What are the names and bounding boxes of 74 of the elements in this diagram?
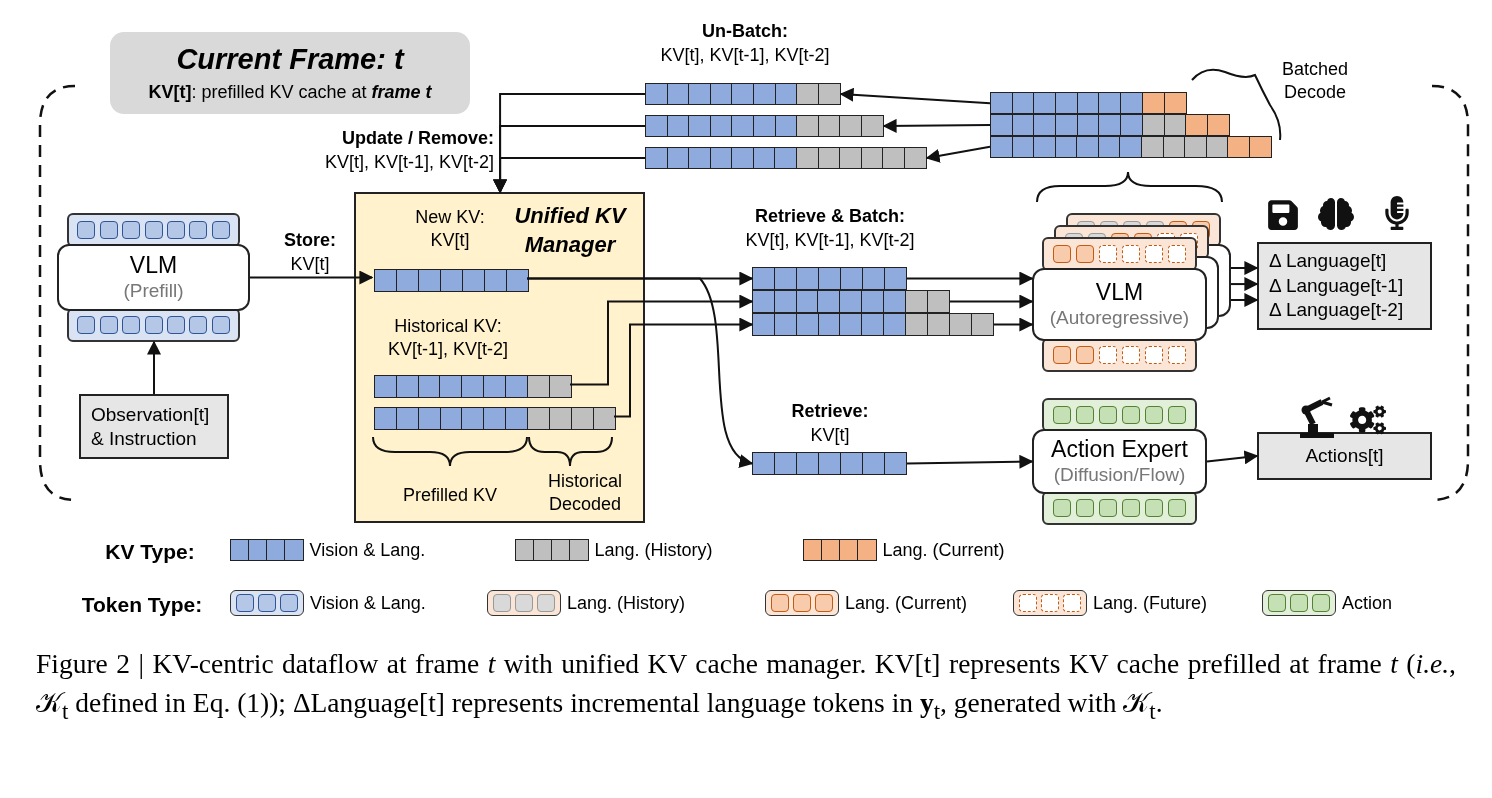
- arrow: [1206, 450, 1259, 465]
- model-mode: (Diffusion/Flow): [1053, 463, 1186, 487]
- kv-cache-bar: [645, 115, 884, 137]
- process-box: [79, 394, 229, 459]
- kv-cache-bar: [645, 83, 841, 105]
- legend-label: Lang. (History): [594, 539, 713, 561]
- kv-label: KV[t], KV[t-1], KV[t-2]: [659, 44, 831, 67]
- model-mode: (Autoregressive): [1049, 306, 1190, 330]
- output-line: Δ Language[t]: [1269, 248, 1387, 273]
- arrow: [526, 277, 754, 465]
- kv-cache-bar: [645, 147, 927, 169]
- model-block: [1032, 398, 1207, 525]
- kv-cache-bar: [752, 313, 994, 336]
- step-heading: Un-Batch:: [701, 20, 789, 43]
- arrow: [1230, 292, 1259, 307]
- arrow: [925, 145, 991, 163]
- caption: Figure 2 | KV-centric dataflow at frame t with unified KV cache manager. KV[t] represents KV cache prefilled at frame t (i.e., 𝒦$_{t}$ defined in Eq. (1)); ΔLanguage[t] represents incremental language tokens in y$_{t}$, generated with 𝒦$_{t}$.: [36, 647, 1456, 725]
- arrow: [882, 118, 991, 133]
- legend-label: Lang. (History): [567, 592, 686, 614]
- kv-cache-bar: [752, 267, 907, 290]
- brace-label: Prefilled KV: [401, 484, 498, 507]
- output-box: [1257, 242, 1432, 330]
- kv-cache-bar: [374, 407, 616, 430]
- output-line: Δ Language[t-1]: [1269, 273, 1404, 298]
- kv-cache-bar: [990, 92, 1272, 158]
- arrow: [613, 317, 754, 418]
- frame-title: Current Frame: t: [176, 43, 404, 76]
- kv-cache-bar: [752, 290, 950, 313]
- arrow: [906, 454, 1034, 469]
- box-text: Actions[t]: [1305, 444, 1384, 468]
- model-mode: (Prefill): [123, 279, 184, 303]
- arrow: [249, 270, 374, 285]
- arrow: [1230, 261, 1259, 275]
- legend-label: Lang. (Current): [882, 539, 1005, 561]
- arrow: [839, 87, 991, 105]
- arrow: [147, 340, 161, 395]
- arrow: [906, 271, 1034, 286]
- kv-cache-bar: [374, 375, 572, 398]
- box-text: Observation[t] & Instruction: [91, 402, 211, 451]
- model-name: Action Expert: [1051, 436, 1188, 464]
- title-box: [110, 32, 470, 114]
- legend-heading: KV Type:: [104, 539, 196, 565]
- kv-label: New KV: KV[t]: [414, 206, 486, 253]
- kv-cache-bar: [374, 269, 529, 292]
- legend-label: Vision & Lang.: [310, 592, 426, 614]
- arrow: [1230, 277, 1259, 292]
- arrow: [993, 317, 1034, 332]
- edge-label: Update / Remove: KV[t], KV[t-1], KV[t-2]: [323, 127, 494, 175]
- arrow: [493, 157, 646, 194]
- kv-label: Batched Decode: [1280, 58, 1350, 105]
- kv-label: Historical KV: KV[t-1], KV[t-2]: [386, 315, 509, 362]
- edge-label: Store: KV[t]: [283, 229, 337, 277]
- arrow: [949, 294, 1034, 309]
- brace-label: Historical Decoded: [547, 470, 623, 517]
- legend-label: Vision & Lang.: [309, 539, 426, 561]
- stacked-model-block: [1032, 213, 1231, 372]
- step-heading: Retrieve:: [790, 400, 870, 423]
- kv-label: KV[t]: [809, 424, 851, 447]
- model-name: VLM: [1095, 279, 1144, 307]
- model-block: [57, 213, 250, 342]
- legend-heading: Token Type:: [80, 592, 204, 618]
- manager-box: [354, 192, 645, 523]
- legend-label: Action: [1342, 592, 1393, 614]
- kv-cache-bar: [752, 452, 907, 475]
- legend-label: Lang. (Current): [845, 592, 968, 614]
- frame-note: KV[t]: prefilled KV cache at frame t: [148, 82, 432, 103]
- process-box: [1257, 432, 1432, 480]
- model-name: VLM: [129, 252, 178, 280]
- arrow: [569, 294, 754, 386]
- manager-title: Unified KV Manager: [513, 202, 628, 259]
- legend-label: Lang. (Future): [1093, 592, 1208, 614]
- step-heading: Retrieve & Batch:: [753, 205, 906, 228]
- output-line: Δ Language[t-2]: [1269, 298, 1404, 323]
- kv-label: KV[t], KV[t-1], KV[t-2]: [744, 229, 916, 252]
